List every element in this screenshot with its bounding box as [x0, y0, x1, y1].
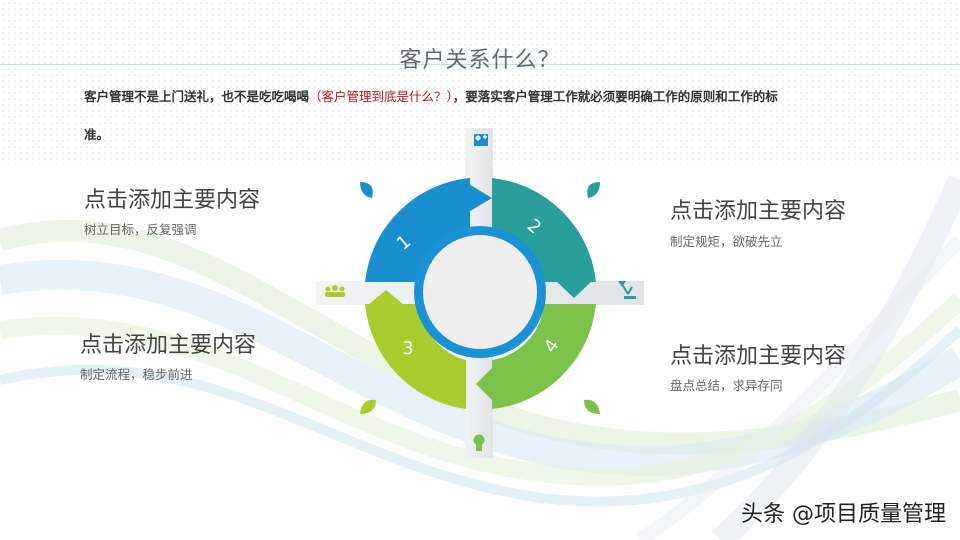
segment-3	[365, 304, 466, 409]
segment-number-3: 3	[402, 338, 413, 359]
title-rule-top	[0, 64, 960, 65]
leaf-bottom-right	[584, 399, 600, 414]
desk-lamp-icon	[618, 281, 636, 299]
segment-2	[492, 178, 596, 282]
cycle-diagram: 1 2 3 4	[316, 128, 644, 458]
item-2-title: 点击添加主要内容	[670, 199, 847, 224]
group-icon	[325, 285, 345, 297]
leaf-top-left	[360, 182, 373, 198]
center-disc	[423, 235, 537, 349]
leaf-top-right	[587, 182, 600, 198]
segment-1	[365, 178, 470, 282]
item-3-title: 点击添加主要内容	[80, 333, 257, 358]
intro-question: （客户管理到底是什么？）	[309, 89, 453, 104]
arrow-3	[368, 290, 404, 305]
lightbulb-icon	[473, 434, 485, 451]
leaf-bottom-left	[360, 399, 376, 414]
person-plus-icon	[474, 134, 488, 146]
intro-line-2: 准。	[84, 127, 110, 142]
item-4-title: 点击添加主要内容	[670, 344, 847, 369]
intro-text-a: 客户管理不是上门送礼，也不是吃吃喝喝	[84, 89, 310, 104]
arrow-1	[462, 180, 492, 216]
arrow-4	[476, 368, 492, 400]
item-1-subtitle: 树立目标，反复强调	[84, 222, 197, 237]
arrow-2	[556, 281, 592, 298]
intro-text-b: ，要落实客户管理工作就必须要明确工作的原则和工作的标	[452, 89, 778, 104]
item-2-subtitle: 制定规矩，欲破先立	[670, 234, 783, 249]
segment-4	[492, 304, 596, 409]
watermark: 头条 @项目质量管理	[741, 502, 946, 527]
intro-line-1: 客户管理不是上门送礼，也不是吃吃喝喝（客户管理到底是什么？），要落实客户管理工作…	[84, 86, 884, 105]
item-1-title: 点击添加主要内容	[84, 188, 261, 213]
item-4-subtitle: 盘点总结，求异存同	[670, 378, 783, 393]
item-3-subtitle: 制定流程，稳步前进	[80, 367, 193, 382]
page-title: 客户关系什么？	[399, 48, 561, 73]
